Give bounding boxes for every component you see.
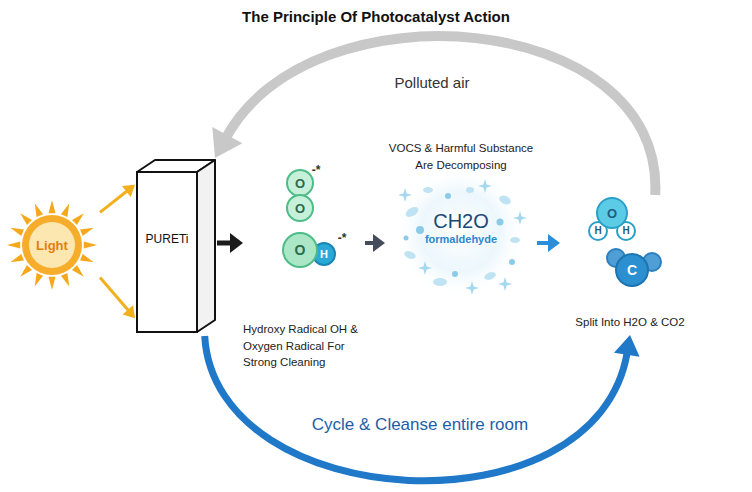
photocatalyst-panel: PURETi [135, 158, 217, 336]
atom-label: O [295, 243, 306, 257]
node-text: Split Into H2O & CO2 [575, 314, 684, 331]
edge-label: Polluted air [390, 73, 473, 92]
photocatalyst-panel-outline [135, 158, 217, 336]
diagram-title: The Principle Of Photocatalyst Action [0, 8, 752, 25]
atom-label: H [320, 249, 328, 260]
arrowhead [123, 305, 136, 318]
node-text: Light [36, 238, 68, 253]
flow-arrow [537, 234, 560, 252]
arrowhead [230, 233, 243, 253]
atom-label: -* [338, 232, 347, 244]
air-return-arrow-line [226, 36, 656, 195]
arrowhead [212, 127, 242, 158]
arrowhead [614, 335, 640, 357]
atom-label: C [627, 263, 637, 277]
flow-arrow-line [537, 241, 550, 245]
decomposition-node: VOCS & Harmful Substance Are Decomposing… [385, 140, 537, 307]
atom-label: O [295, 202, 305, 215]
hydroxy-radical [283, 233, 335, 267]
edge-label: Cycle & Cleanse entire room [308, 414, 532, 435]
flow-arrow [217, 233, 243, 253]
light-ray-arrow [100, 185, 135, 213]
node-text: PURETi [137, 232, 197, 246]
arrowhead [122, 185, 135, 197]
node-text: VOCS & Harmful Substance Are Decomposing [385, 140, 537, 173]
air-return-arrow [212, 36, 655, 195]
light-ray-arrow-line [100, 278, 129, 312]
carbon-dioxide-molecule [607, 249, 661, 286]
atom-label: -* [312, 164, 321, 176]
node-text: Hydroxy Radical OH & Oxygen Radical For … [243, 321, 365, 371]
radical-group: Hydroxy Radical OH & Oxygen Radical For … [243, 165, 365, 375]
sun-node: Light [4, 197, 100, 293]
atom-label: H [622, 226, 629, 236]
light-ray-arrow [100, 278, 135, 319]
arrowhead [373, 234, 385, 252]
atom-label: O [295, 177, 305, 190]
node-text: CH2O [385, 210, 537, 233]
arrowhead [548, 234, 560, 252]
atom-label: H [594, 226, 601, 236]
atom-label: O [607, 207, 617, 220]
flow-arrow [365, 234, 385, 252]
water-molecule [589, 198, 635, 240]
node-text: formaldehyde [385, 233, 537, 246]
oxygen-radical [287, 170, 313, 221]
flow-arrow-line [217, 241, 232, 246]
light-ray-arrow-line [100, 191, 128, 213]
